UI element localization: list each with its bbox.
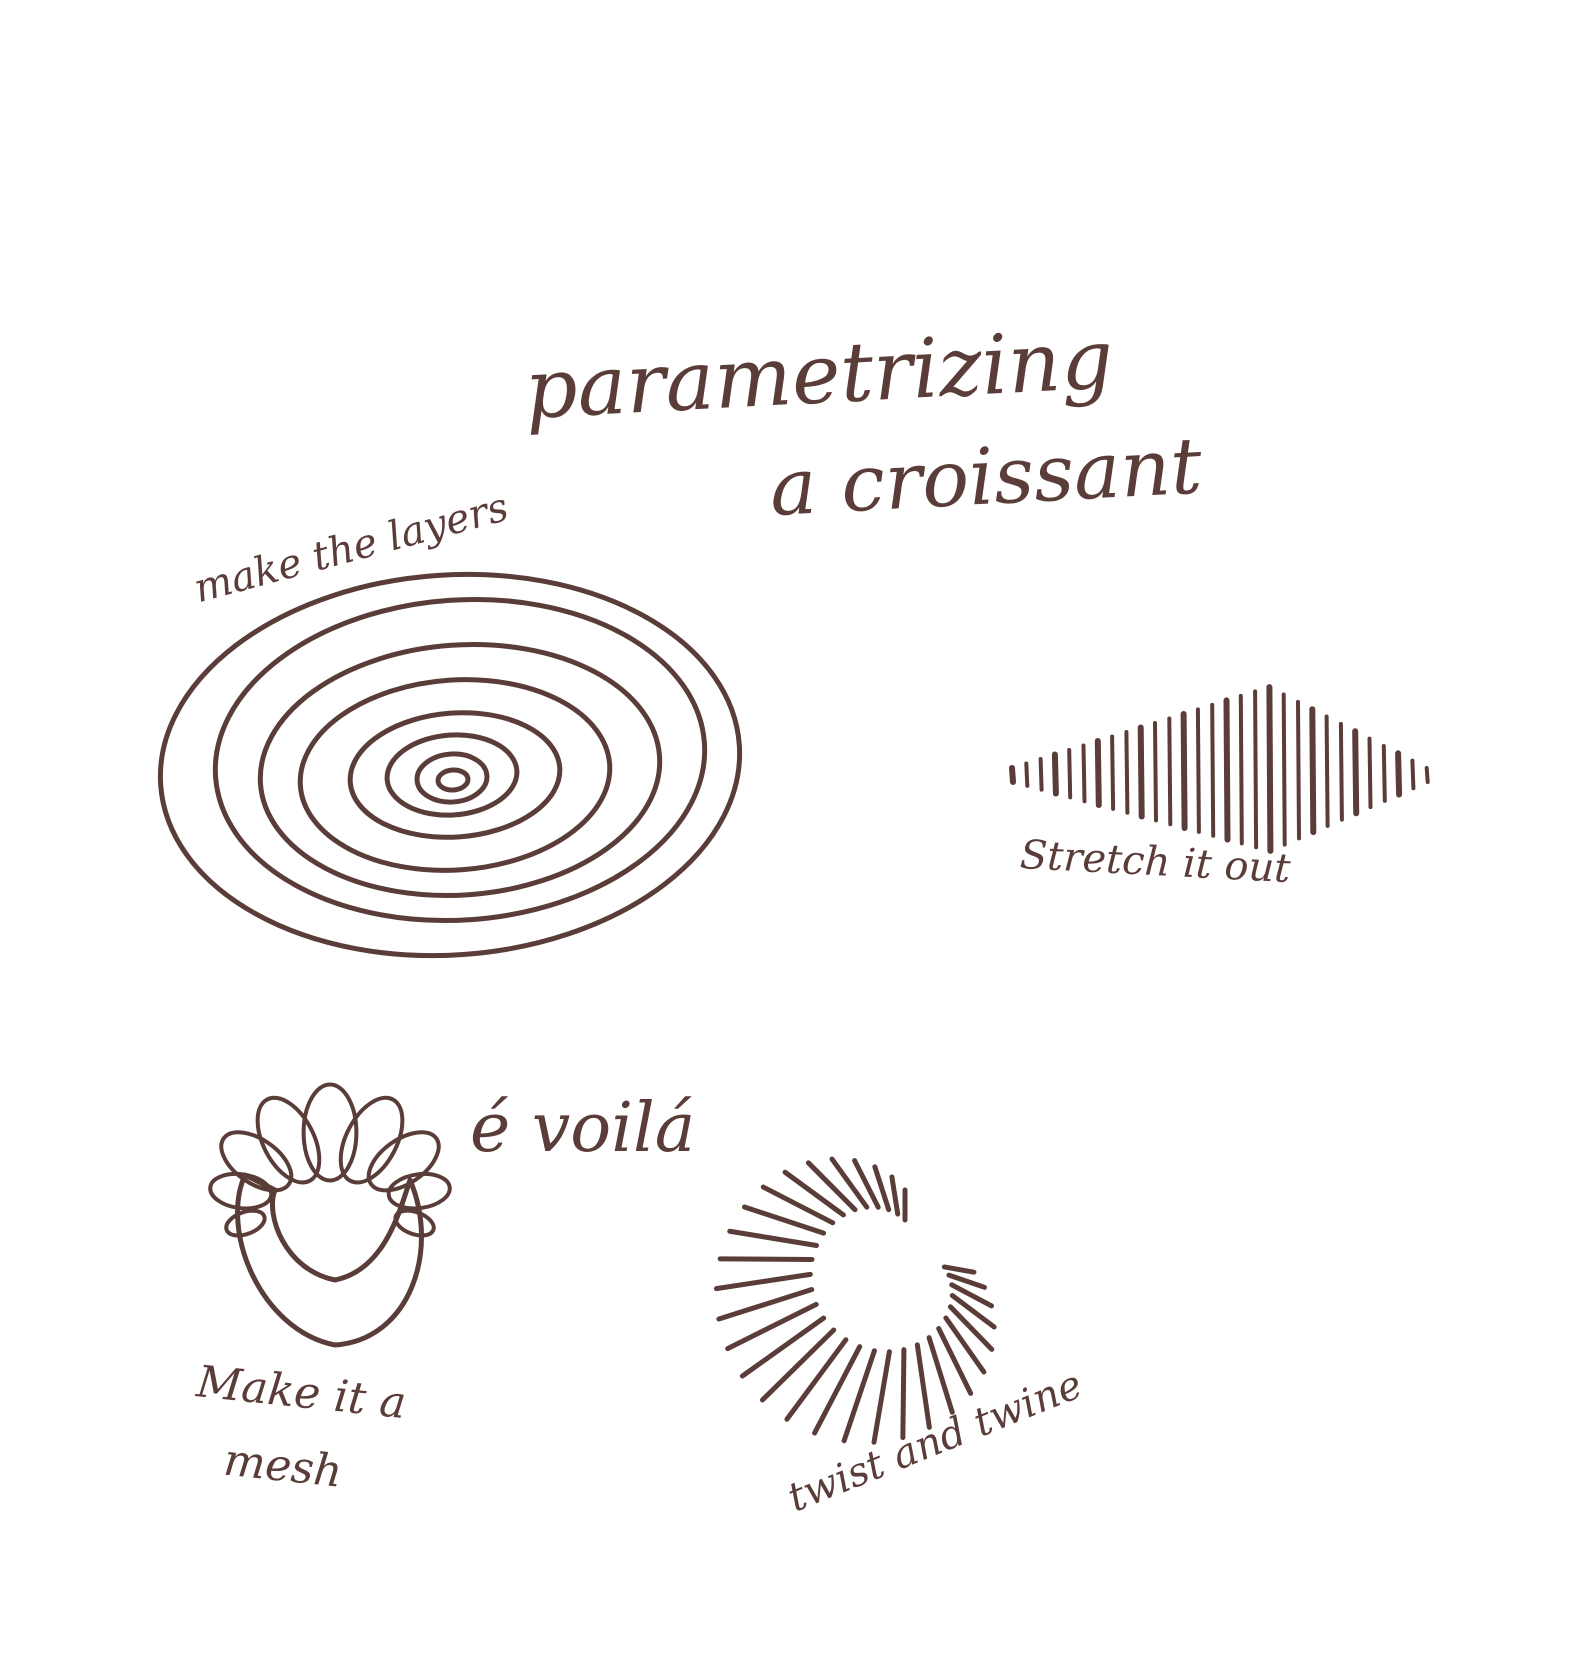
- stretch-line: [1110, 734, 1116, 811]
- twist-line: [784, 1337, 849, 1422]
- stretch-line: [1253, 689, 1259, 850]
- stretch-line: [1094, 737, 1102, 809]
- croissant-segment: [366, 1130, 441, 1193]
- caption-make-mesh: Make it a mesh: [185, 1345, 409, 1516]
- stretch-line: [1210, 702, 1216, 838]
- stretch-line: [1180, 710, 1188, 832]
- twist-line: [812, 1344, 863, 1436]
- twisted-lines-icon: [713, 1156, 997, 1445]
- croissant-outline: [235, 1172, 424, 1348]
- stretch-line: [1367, 736, 1373, 810]
- twist-line: [941, 1264, 977, 1275]
- spiral-icon: [157, 571, 743, 959]
- twist-line: [782, 1169, 846, 1218]
- stretch-line: [1324, 714, 1330, 828]
- croissant-segment: [338, 1095, 405, 1185]
- stretch-line: [1038, 756, 1044, 792]
- twist-line: [713, 1271, 813, 1292]
- twist-line: [947, 1304, 995, 1352]
- spiral-ring: [347, 710, 563, 840]
- twist-line: [717, 1256, 815, 1262]
- twist-line: [936, 1325, 974, 1396]
- stretch-line: [1167, 716, 1173, 827]
- spiral-ring: [384, 732, 520, 818]
- croissant-segment: [301, 1082, 359, 1183]
- croissant-icon: [208, 1082, 452, 1348]
- twist-line: [914, 1342, 932, 1430]
- twist-line: [926, 1335, 955, 1415]
- stretch-line: [1081, 743, 1087, 804]
- twist-line: [739, 1315, 827, 1379]
- stretch-line: [1024, 761, 1030, 788]
- twist-line: [841, 1348, 877, 1444]
- caption-voila: é voilá: [470, 1089, 696, 1168]
- stretch-line: [1281, 692, 1287, 847]
- spiral-ring: [435, 767, 471, 793]
- stretched-lines-icon: [1009, 684, 1430, 854]
- stretch-line: [1223, 697, 1231, 843]
- twist-line: [949, 1293, 997, 1330]
- stretch-line: [1266, 684, 1274, 854]
- twist-line: [852, 1158, 881, 1210]
- croissant-segment: [386, 1171, 452, 1211]
- twist-line: [943, 1315, 987, 1375]
- twist-line: [716, 1287, 815, 1322]
- twist-line: [871, 1349, 892, 1445]
- croissant-segment: [224, 1208, 267, 1238]
- twist-line: [759, 1327, 837, 1403]
- stretch-line: [1352, 728, 1360, 817]
- spiral-ring: [157, 571, 743, 959]
- stretch-line: [1238, 693, 1244, 846]
- stretch-line: [1381, 743, 1387, 803]
- stretch-line: [1195, 707, 1201, 834]
- croissant-segment: [255, 1095, 322, 1185]
- twist-line: [727, 1228, 820, 1248]
- twist-line: [829, 1156, 870, 1210]
- stretch-line: [1051, 751, 1059, 797]
- stretch-line: [1124, 729, 1130, 815]
- stretch-line: [1395, 750, 1403, 798]
- twist-line: [760, 1184, 836, 1226]
- stretch-line: [1009, 765, 1016, 785]
- spiral-ring: [414, 751, 490, 805]
- twist-line: [805, 1160, 858, 1213]
- spiral-ring: [212, 596, 708, 924]
- twist-line: [900, 1347, 907, 1441]
- twist-line: [741, 1204, 827, 1236]
- twist-line: [946, 1272, 987, 1290]
- twist-line: [872, 1164, 892, 1213]
- title-line-2: a croissant: [767, 421, 1205, 534]
- twist-line: [949, 1282, 995, 1309]
- spiral-ring: [297, 677, 613, 873]
- spiral-ring: [257, 642, 663, 898]
- stretch-line: [1153, 720, 1158, 823]
- stretch-line: [1338, 721, 1344, 822]
- twist-line: [725, 1301, 819, 1352]
- stretch-line: [1424, 766, 1430, 784]
- twist-line: [889, 1174, 901, 1217]
- stretch-line: [1309, 706, 1317, 836]
- stretch-line: [1296, 699, 1301, 841]
- stretch-line: [1410, 758, 1416, 791]
- stretch-line: [1067, 747, 1073, 800]
- croissant-segment: [219, 1130, 294, 1193]
- stretch-line: [1137, 724, 1145, 820]
